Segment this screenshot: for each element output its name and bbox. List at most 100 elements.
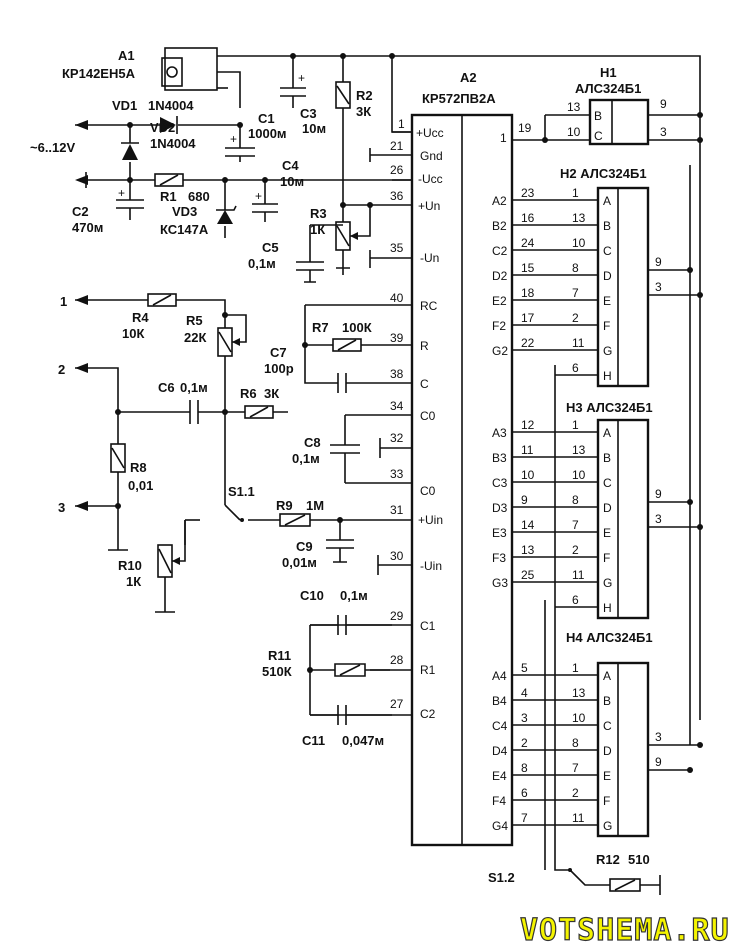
a2-pin-32: 32	[390, 431, 404, 445]
display-pin: 1	[572, 418, 579, 432]
h3-label: H3 АЛС324Б1	[566, 400, 653, 415]
a2-pin-31: 31+Uin	[390, 503, 443, 527]
svg-text:+Uin: +Uin	[418, 513, 443, 527]
r12-value: 510	[628, 852, 650, 867]
display-pin: 8	[572, 493, 579, 507]
display-pin: 10	[572, 236, 586, 250]
a2-pin-39: 39R	[390, 331, 429, 353]
display-pin: 13	[572, 211, 586, 225]
r9-ref: R9	[276, 498, 293, 513]
a2-out-label: F4	[492, 794, 506, 808]
r3-ref: R3	[310, 206, 327, 221]
svg-text:-Ucc: -Ucc	[418, 172, 443, 186]
display-pin: 1	[572, 661, 579, 675]
svg-text:39: 39	[390, 331, 404, 345]
svg-text:C1: C1	[420, 619, 436, 633]
a2-out-label: E3	[492, 526, 507, 540]
a2-out-label: A4	[492, 669, 507, 683]
h2-label: H2 АЛС324Б1	[560, 166, 647, 181]
a2-part: КР572ПВ2А	[422, 91, 496, 106]
display-pin: 10	[572, 711, 586, 725]
svg-text:+: +	[255, 189, 262, 203]
a2-out-pin: 8	[521, 761, 528, 775]
segment-label: C	[603, 719, 612, 733]
svg-text:32: 32	[390, 431, 404, 445]
svg-text:R1: R1	[420, 663, 436, 677]
r8-ref: R8	[130, 460, 147, 475]
vd1-part: 1N4004	[148, 98, 194, 113]
segment-label: A	[603, 426, 611, 440]
svg-text:C0: C0	[420, 409, 436, 423]
r9-value: 1М	[306, 498, 324, 513]
c4-value: 10м	[280, 174, 304, 189]
svg-text:Gnd: Gnd	[420, 149, 443, 163]
segment-label: G	[603, 819, 612, 833]
r6-value: 3К	[264, 386, 279, 401]
display-out-pin: 3	[655, 280, 662, 294]
c1-ref: C1	[258, 111, 275, 126]
segment-label: A	[603, 669, 611, 683]
h4-label: H4 АЛС324Б1	[566, 630, 653, 645]
c6-ref: C6	[158, 380, 175, 395]
segment-label: E	[603, 526, 611, 540]
display-pin: 11	[572, 568, 585, 582]
segment-label: C	[603, 476, 612, 490]
display-out-pin: 9	[655, 487, 662, 501]
segment-label: D	[603, 269, 612, 283]
a2-out-label: C3	[492, 476, 508, 490]
terminal-3: 3	[58, 500, 65, 515]
segment-label: B	[603, 694, 611, 708]
a2-out-pin: 9	[521, 493, 528, 507]
r10-value: 1К	[126, 574, 141, 589]
svg-text:C: C	[594, 129, 603, 143]
segment-label: A	[603, 194, 611, 208]
c6-value: 0,1м	[180, 380, 208, 395]
svg-text:C: C	[420, 377, 429, 391]
a2-pin-38: 38C	[390, 367, 429, 391]
a2-out-label: G3	[492, 576, 508, 590]
c7-value: 100р	[264, 361, 294, 376]
segment-label: G	[603, 576, 612, 590]
a2-out-pin: 12	[521, 418, 535, 432]
svg-text:28: 28	[390, 653, 404, 667]
svg-text:35: 35	[390, 241, 404, 255]
svg-text:-Un: -Un	[420, 251, 439, 265]
a2-out-label: D3	[492, 501, 508, 515]
a2-out-pin: 13	[521, 543, 535, 557]
a2-pin-30: 30-Uin	[390, 549, 442, 573]
svg-text:26: 26	[390, 163, 404, 177]
svg-text:38: 38	[390, 367, 404, 381]
segment-label: E	[603, 294, 611, 308]
a2-out-pin: 25	[521, 568, 535, 582]
regulator-a1: A1 КР142ЕН5А	[62, 47, 218, 91]
segment-label: H	[603, 369, 612, 383]
a2-out-pin: 6	[521, 786, 528, 800]
c7-ref: C7	[270, 345, 287, 360]
a2-out-pin: 22	[521, 336, 535, 350]
display-out-pin: 3	[655, 730, 662, 744]
a2-out-label: A2	[492, 194, 507, 208]
display-pin: 1	[572, 186, 579, 200]
segment-label: F	[603, 319, 610, 333]
c8-value: 0,1м	[292, 451, 320, 466]
r5-ref: R5	[186, 313, 203, 328]
a2-out-pin: 23	[521, 186, 535, 200]
svg-text:27: 27	[390, 697, 404, 711]
c1-value: 1000м	[248, 126, 287, 141]
svg-text:36: 36	[390, 189, 404, 203]
r2-ref: R2	[356, 88, 373, 103]
a2-out-pin: 11	[521, 443, 534, 457]
svg-text:40: 40	[390, 291, 404, 305]
display-out-pin: 9	[655, 255, 662, 269]
ic-a2: A2 КР572ПВ2А	[410, 70, 514, 847]
svg-text:C2: C2	[420, 707, 436, 721]
display-pin: 8	[572, 736, 579, 750]
c5-ref: C5	[262, 240, 279, 255]
a2-out-pin: 7	[521, 811, 528, 825]
svg-text:33: 33	[390, 467, 404, 481]
c2-value: 470м	[72, 220, 103, 235]
